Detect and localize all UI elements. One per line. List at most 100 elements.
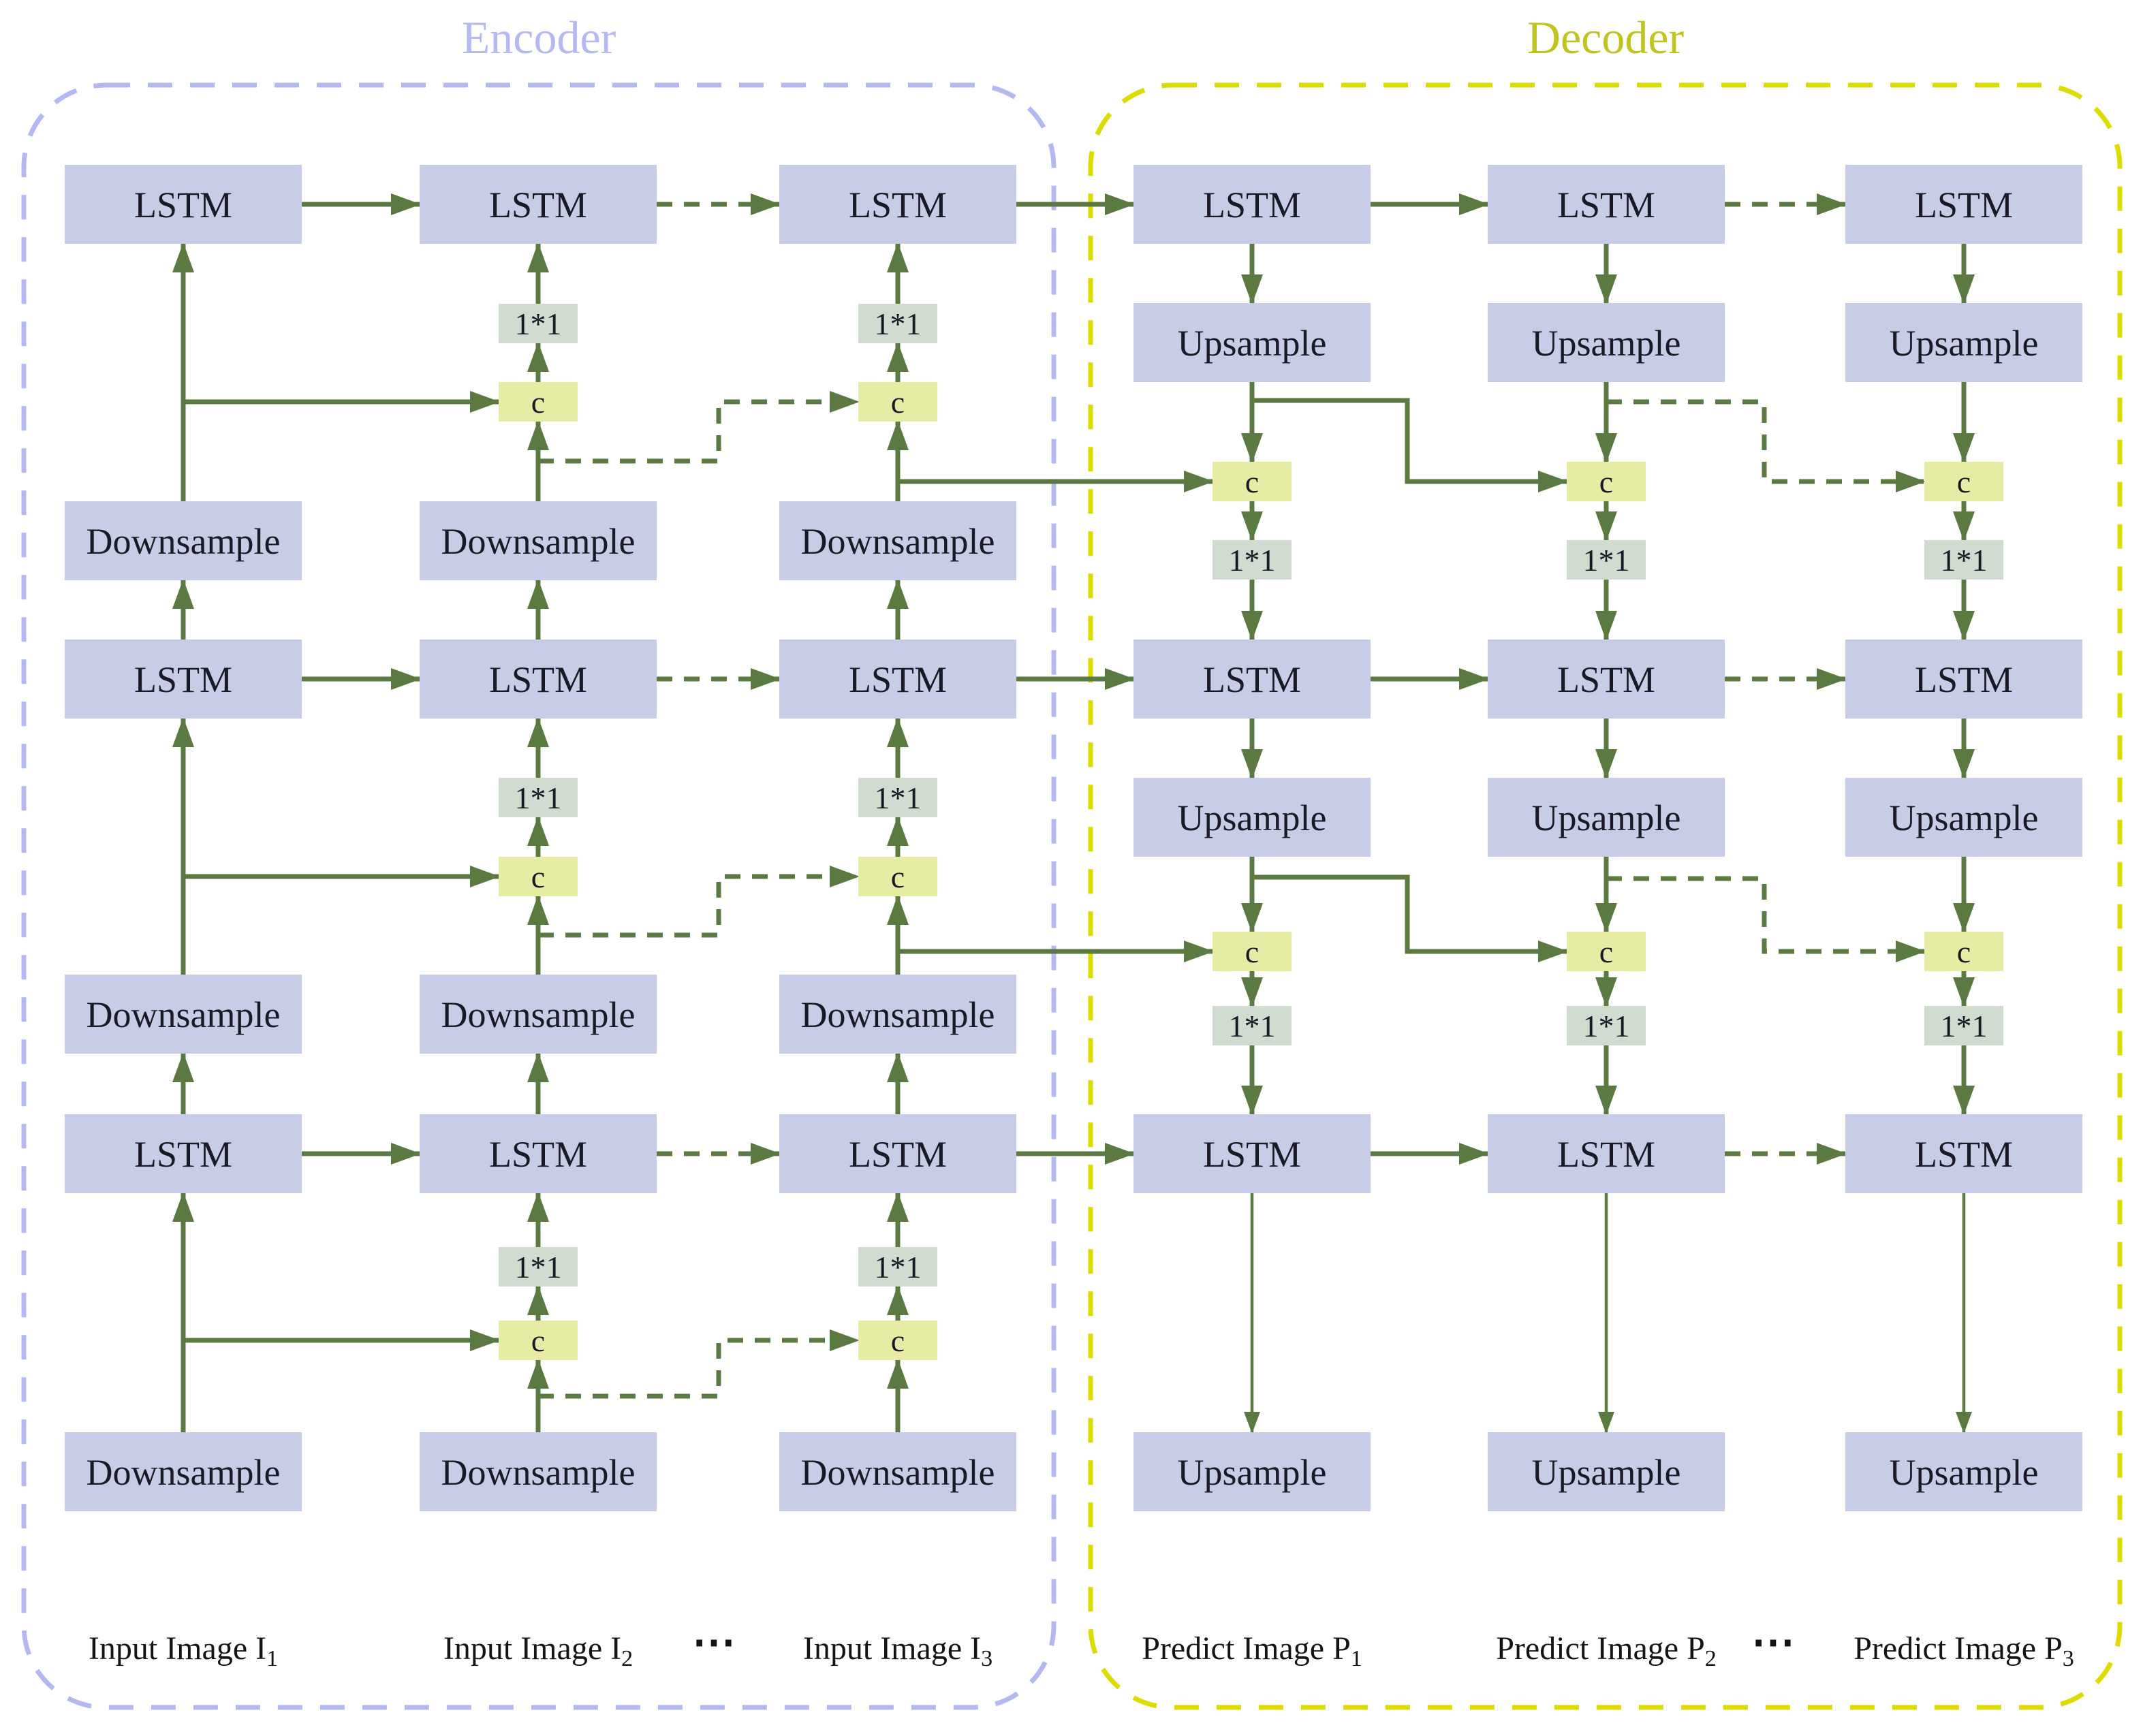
dec3-up1-label: Upsample bbox=[1890, 323, 2039, 364]
dec1-cat1-box bbox=[1213, 462, 1292, 501]
enc2-lstm3-box bbox=[420, 1114, 657, 1193]
dec3-conv2-label: 1*1 bbox=[1941, 1009, 1988, 1043]
dec1-lstm3-label: LSTM bbox=[1203, 1134, 1301, 1175]
dec3-cat1-box bbox=[1924, 462, 2003, 501]
dec1-lstm2-box bbox=[1133, 640, 1371, 719]
dec1-up3-label: Upsample bbox=[1178, 1452, 1327, 1493]
enc2-conv2-label: 1*1 bbox=[515, 780, 562, 815]
dec2-lstm1-label: LSTM bbox=[1557, 185, 1655, 225]
enc3-lstm2-label: LSTM bbox=[849, 659, 947, 700]
enc2-cat1-label: c bbox=[531, 385, 545, 420]
dec2-up3-box bbox=[1488, 1432, 1725, 1511]
enc3-conv2-label: 1*1 bbox=[875, 780, 922, 815]
dec2-lstm3-label: LSTM bbox=[1557, 1134, 1655, 1175]
dec3-cat1-label: c bbox=[1957, 464, 1971, 499]
dec3-lstm3-box bbox=[1845, 1114, 2082, 1193]
edge-solid-59 bbox=[1252, 398, 1568, 492]
enc2-cat3-box bbox=[499, 1321, 578, 1360]
dec2-conv1-label: 1*1 bbox=[1583, 543, 1630, 578]
enc3-conv1-label: 1*1 bbox=[875, 306, 922, 341]
enc2-conv1-box bbox=[499, 304, 578, 343]
enc2-down2-label: Downsample bbox=[441, 994, 636, 1035]
dec3-up2-label: Upsample bbox=[1890, 798, 2039, 838]
dec2-up2-label: Upsample bbox=[1532, 798, 1681, 838]
enc3-down3-box bbox=[779, 1432, 1016, 1511]
dec1-conv2-box bbox=[1213, 1006, 1292, 1045]
enc2-conv2-box bbox=[499, 778, 578, 817]
enc2-conv3-label: 1*1 bbox=[515, 1250, 562, 1284]
enc2-down2-box bbox=[420, 975, 657, 1054]
enc1-lstm3-box bbox=[65, 1114, 302, 1193]
enc1-down2-label: Downsample bbox=[87, 994, 281, 1035]
dec1-up2-label: Upsample bbox=[1178, 798, 1327, 838]
encoder-title: Encoder bbox=[462, 12, 616, 63]
enc2-conv1-label: 1*1 bbox=[515, 306, 562, 341]
image-label-5: Predict Image P2 bbox=[1496, 1630, 1717, 1671]
dec1-lstm1-label: LSTM bbox=[1203, 185, 1301, 225]
dec1-lstm2-label: LSTM bbox=[1203, 659, 1301, 700]
dec1-conv1-box bbox=[1213, 540, 1292, 580]
dec2-up1-box bbox=[1488, 303, 1725, 382]
enc1-down1-label: Downsample bbox=[87, 521, 281, 562]
nodes-layer: LSTMDownsampleLSTMDownsampleLSTMDownsamp… bbox=[65, 165, 2082, 1511]
ellipsis-1: ⋯ bbox=[692, 1617, 736, 1666]
dec2-conv2-box bbox=[1567, 1006, 1646, 1045]
decoder-region-border bbox=[1088, 82, 2123, 1710]
dec3-cat2-label: c bbox=[1957, 934, 1971, 969]
enc3-cat2-label: c bbox=[891, 859, 905, 894]
dec2-up2-box bbox=[1488, 778, 1725, 857]
dec1-cat2-box bbox=[1213, 932, 1292, 971]
dec1-up1-box bbox=[1133, 303, 1371, 382]
enc3-down2-box bbox=[779, 975, 1016, 1054]
dec3-up2-box bbox=[1845, 778, 2082, 857]
edge-dashed-34 bbox=[538, 391, 860, 464]
enc2-lstm3-label: LSTM bbox=[489, 1134, 587, 1175]
enc3-lstm1-box bbox=[779, 165, 1016, 244]
ellipsis-2: ⋯ bbox=[1751, 1617, 1795, 1666]
enc3-cat1-label: c bbox=[891, 385, 905, 420]
enc2-down1-box bbox=[420, 501, 657, 580]
enc3-down1-label: Downsample bbox=[801, 521, 995, 562]
edge-dashed-70 bbox=[1606, 399, 1926, 492]
dec3-conv1-label: 1*1 bbox=[1941, 543, 1988, 578]
dec1-lstm1-box bbox=[1133, 165, 1371, 244]
enc3-lstm1-label: LSTM bbox=[849, 185, 947, 225]
enc3-lstm2-box bbox=[779, 640, 1016, 719]
dec2-cat1-label: c bbox=[1599, 464, 1613, 499]
dec1-up2-box bbox=[1133, 778, 1371, 857]
enc1-lstm2-box bbox=[65, 640, 302, 719]
enc1-down3-box bbox=[65, 1432, 302, 1511]
enc1-lstm1-box bbox=[65, 165, 302, 244]
enc2-cat1-box bbox=[499, 382, 578, 422]
edge-dashed-71 bbox=[1606, 876, 1926, 962]
dec2-lstm2-box bbox=[1488, 640, 1725, 719]
dec3-lstm2-label: LSTM bbox=[1915, 659, 2013, 700]
dec2-cat1-box bbox=[1567, 462, 1646, 501]
enc3-down2-label: Downsample bbox=[801, 994, 995, 1035]
enc1-down1-box bbox=[65, 501, 302, 580]
dec3-cat2-box bbox=[1924, 932, 2003, 971]
dec1-lstm3-box bbox=[1133, 1114, 1371, 1193]
dec1-up1-label: Upsample bbox=[1178, 323, 1327, 364]
edge-dashed-36 bbox=[538, 1329, 860, 1399]
image-label-3: Input Image I3 bbox=[803, 1630, 992, 1671]
enc1-lstm1-label: LSTM bbox=[134, 185, 232, 225]
edge-solid-60 bbox=[1252, 874, 1568, 962]
image-label-4: Predict Image P1 bbox=[1142, 1630, 1362, 1671]
decoder-title: Decoder bbox=[1527, 12, 1685, 63]
enc1-down3-label: Downsample bbox=[87, 1452, 281, 1493]
dec2-up3-label: Upsample bbox=[1532, 1452, 1681, 1493]
dec1-cat1-label: c bbox=[1245, 464, 1259, 499]
encoder-region-border bbox=[21, 82, 1057, 1710]
enc2-lstm1-label: LSTM bbox=[489, 185, 587, 225]
dec2-conv2-label: 1*1 bbox=[1583, 1009, 1630, 1043]
dec2-cat2-label: c bbox=[1599, 934, 1613, 969]
enc3-conv3-box bbox=[858, 1247, 937, 1287]
dec3-up1-box bbox=[1845, 303, 2082, 382]
enc2-down1-label: Downsample bbox=[441, 521, 636, 562]
enc1-lstm2-label: LSTM bbox=[134, 659, 232, 700]
dec1-cat2-label: c bbox=[1245, 934, 1259, 969]
